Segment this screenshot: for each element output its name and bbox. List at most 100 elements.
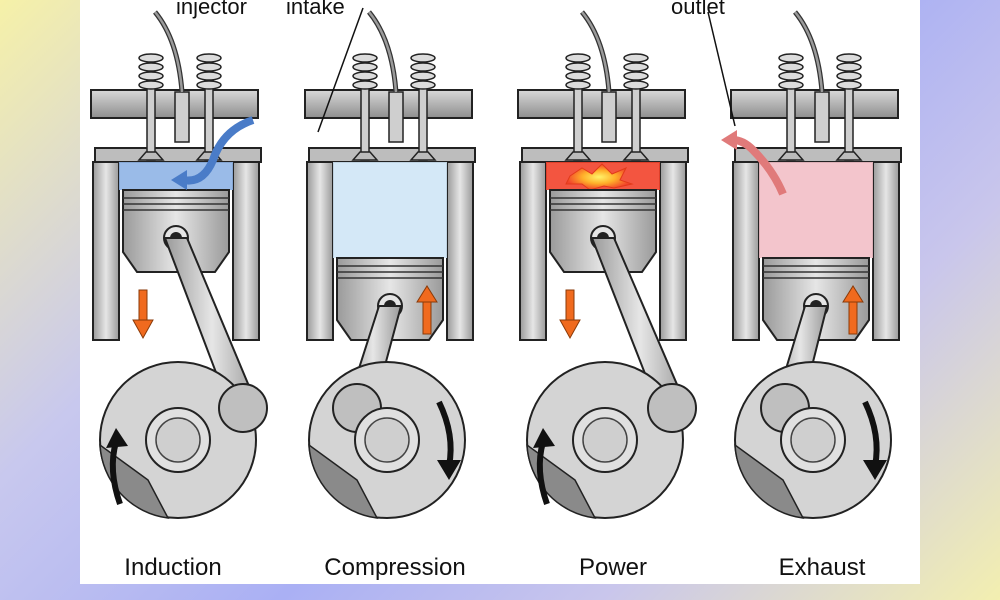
valve-head (409, 151, 437, 161)
cylinder-wall-left (519, 161, 547, 341)
valve-spring-coil (196, 71, 222, 81)
valve-spring-coil (778, 71, 804, 81)
piston-motion-arrow-shaft (565, 289, 575, 323)
valve-spring-coil (623, 62, 649, 72)
intake-label: intake (286, 0, 345, 19)
valve-head (622, 151, 650, 161)
cylinder-wall-left (732, 161, 760, 341)
valve-spring-coil (196, 62, 222, 72)
valve-spring-coil (138, 53, 164, 63)
stroke-label-exhaust: Exhaust (779, 554, 866, 581)
valve-spring-coil (565, 80, 591, 90)
counterweight-shade (734, 443, 805, 519)
valve-head (564, 151, 592, 161)
outlet-leader-line (707, 11, 736, 127)
counterweight-shade (99, 443, 170, 519)
valve-head (835, 151, 863, 161)
valve-spring-coil (138, 62, 164, 72)
valve-spring-coil (410, 80, 436, 90)
valve-spring-coil (565, 62, 591, 72)
valve-spring-coil (352, 62, 378, 72)
valve-spring-coil (623, 71, 649, 81)
injector-body (601, 91, 617, 143)
injector-cable-highlight (581, 11, 611, 93)
intake-flow-arrow (182, 116, 255, 185)
crank-journal-inner (790, 417, 836, 463)
valve-spring-coil (138, 71, 164, 81)
stroke-label-compression: Compression (324, 554, 465, 581)
cylinder-wall-right (872, 161, 900, 341)
valve-spring-coil (623, 53, 649, 63)
valve-spring-coil (565, 71, 591, 81)
valve-spring-coil (196, 53, 222, 63)
cylinder-wall-right (659, 161, 687, 341)
valve-spring-coil (623, 80, 649, 90)
crank-rotation-arrow-head (863, 460, 887, 480)
intake-leader-line (317, 7, 364, 133)
counterweight-shade (308, 443, 379, 519)
cylinder-wall-right (446, 161, 474, 341)
cylinder-wall-right (232, 161, 260, 341)
cylinder-wall-left (92, 161, 120, 341)
valve-spring-coil (836, 62, 862, 72)
stroke-label-power: Power (579, 554, 647, 581)
head-flange (94, 147, 262, 163)
head-flange (521, 147, 689, 163)
chamber-gas (119, 162, 233, 190)
engine-unit-compression (304, 10, 476, 519)
valve-spring-coil (778, 62, 804, 72)
counterweight-shade (526, 443, 597, 519)
combustion-flash (565, 163, 634, 191)
crank-rotation-arrow-head (106, 428, 128, 448)
piston-motion-arrow-head (559, 319, 581, 340)
valve-spring-coil (196, 80, 222, 90)
valve-spring-coil (778, 53, 804, 63)
valve-spring-coil (352, 53, 378, 63)
piston-motion-arrow-shaft (848, 299, 858, 335)
cylinder-wall-left (306, 161, 334, 341)
injector-cable (793, 10, 825, 93)
engine-unit-exhaust (721, 10, 902, 519)
valve-spring-coil (410, 71, 436, 81)
four-stroke-engine-diagram: injector intake outlet Induction Compres… (90, 0, 902, 581)
valve-spring-coil (352, 71, 378, 81)
outlet-label: outlet (671, 0, 725, 19)
crank-journal-inner (582, 417, 628, 463)
injector-cable-highlight (368, 11, 398, 93)
valve-spring-coil (836, 53, 862, 63)
valve-spring-coil (352, 80, 378, 90)
rod-big-end (218, 383, 268, 433)
injector-cable-highlight (154, 11, 184, 93)
injector-label: injector (176, 0, 247, 19)
injector-cable (367, 10, 399, 93)
piston-motion-arrow-shaft (422, 299, 432, 335)
piston-motion-arrow-head (416, 285, 438, 303)
intake-flow-arrow-head (171, 170, 187, 190)
piston-motion-arrow-shaft (138, 289, 148, 323)
injector-body (388, 91, 404, 143)
crank-rotation-arrow-shaft (109, 441, 123, 505)
engine-unit-power (517, 10, 697, 519)
chamber-gas (333, 162, 447, 258)
valve-spring-coil (410, 53, 436, 63)
diagram-panel: injector intake outlet Induction Compres… (80, 0, 920, 584)
injector-cable (153, 10, 185, 93)
crank-rotation-arrow-shaft (536, 441, 550, 505)
stroke-label-induction: Induction (124, 554, 221, 581)
valve-head (777, 151, 805, 161)
head-flange (308, 147, 476, 163)
injector-body (814, 91, 830, 143)
crank-journal-inner (364, 417, 410, 463)
exhaust-flow-arrow (732, 136, 787, 196)
engine-unit-induction (90, 10, 268, 519)
valve-spring-coil (836, 71, 862, 81)
injector-body (174, 91, 190, 143)
injector-cable (580, 10, 612, 93)
valve-spring-coil (778, 80, 804, 90)
injector-cable-highlight (794, 11, 824, 93)
valve-spring-coil (836, 80, 862, 90)
valve-spring-coil (410, 62, 436, 72)
valve-head (351, 151, 379, 161)
crank-rotation-arrow-head (533, 428, 555, 448)
valve-head (137, 151, 165, 161)
